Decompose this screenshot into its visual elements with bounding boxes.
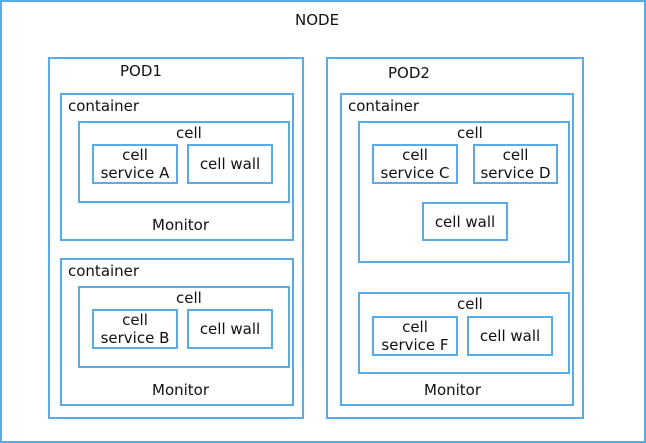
pod1-label: POD1 — [120, 62, 162, 80]
cell-box: cell cell service B cell wall — [78, 286, 290, 368]
pod1-container-1: container cell cell service A cell wall … — [60, 93, 294, 241]
pod1-container-2: container cell cell service B cell wall … — [60, 258, 294, 406]
cell-wall: cell wall — [187, 309, 273, 349]
pod1-box: POD1 container cell cell service A cell … — [48, 57, 304, 419]
cell-service-c: cell service C — [372, 144, 458, 184]
cell-label: cell — [457, 295, 483, 313]
cell-service-f: cell service F — [372, 316, 458, 356]
pod2-label: POD2 — [388, 64, 430, 82]
cell-service-b: cell service B — [92, 309, 178, 349]
monitor-label: Monitor — [152, 216, 210, 234]
cell-wall: cell wall — [187, 144, 273, 184]
container-label: container — [348, 97, 420, 115]
node-label: NODE — [295, 11, 340, 29]
cell-label: cell — [457, 124, 483, 142]
cell-box: cell cell service F cell wall — [358, 292, 570, 374]
cell-wall: cell wall — [467, 316, 553, 356]
cell-label: cell — [176, 289, 202, 307]
container-label: container — [68, 262, 140, 280]
pod2-container: container cell cell service C cell servi… — [340, 93, 574, 406]
container-label: container — [68, 97, 140, 115]
monitor-label: Monitor — [424, 381, 482, 399]
cell-label: cell — [176, 124, 202, 142]
cell-box: cell cell service C cell service D cell … — [358, 121, 570, 263]
cell-service-d: cell service D — [473, 144, 558, 184]
cell-wall: cell wall — [422, 202, 508, 241]
cell-service-a: cell service A — [92, 144, 178, 184]
cell-box: cell cell service A cell wall — [78, 121, 290, 203]
monitor-label: Monitor — [152, 381, 210, 399]
pod2-box: POD2 container cell cell service C cell … — [326, 57, 584, 419]
